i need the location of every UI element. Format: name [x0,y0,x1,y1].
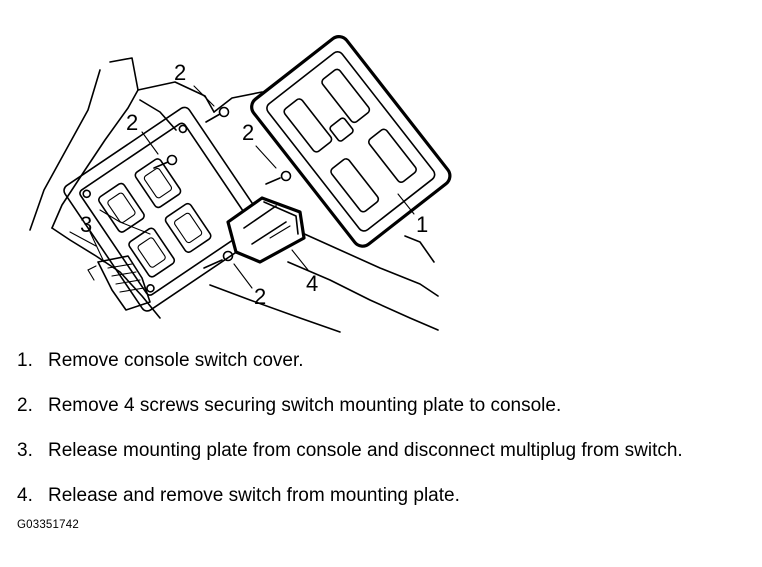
callout-4: 4 [306,271,318,296]
instruction-step: 4. Release and remove switch from mountin… [17,483,683,528]
instruction-step: 3. Release mounting plate from console an… [17,438,683,483]
callout-2-left: 2 [126,110,138,135]
exploded-view-diagram: 2 2 2 3 1 4 2 [29,35,452,333]
mounting-plate [63,106,269,312]
multiplug [87,255,151,311]
screw [153,154,178,169]
leader-lines [89,85,415,289]
instruction-step: 1. Remove console switch cover. [17,348,683,393]
callout-2-middle: 2 [242,120,254,145]
screw [205,106,230,123]
step-number: 3. [17,440,33,461]
step-number: 2. [17,395,33,416]
step-number: 4. [17,485,33,506]
screws [153,106,292,269]
screw [265,170,292,185]
step-number: 1. [17,350,33,371]
figure-code: G03351742 [17,519,79,531]
callout-3: 3 [80,212,92,237]
screw [203,250,234,269]
instruction-list: 1. Remove console switch cover. 2. Remove … [17,348,683,528]
callout-2-bottom: 2 [254,284,266,309]
step-text: Remove 4 screws securing switch mounting… [48,395,562,416]
step-text: Release and remove switch from mounting … [48,485,460,506]
step-text: Release mounting plate from console and … [48,440,683,461]
switch-cover [250,35,452,248]
switch-unit [226,196,306,264]
step-text: Remove console switch cover. [48,350,304,371]
callout-2-top: 2 [174,60,186,85]
callout-1: 1 [416,212,428,237]
instruction-step: 2. Remove 4 screws securing switch mounti… [17,393,683,438]
